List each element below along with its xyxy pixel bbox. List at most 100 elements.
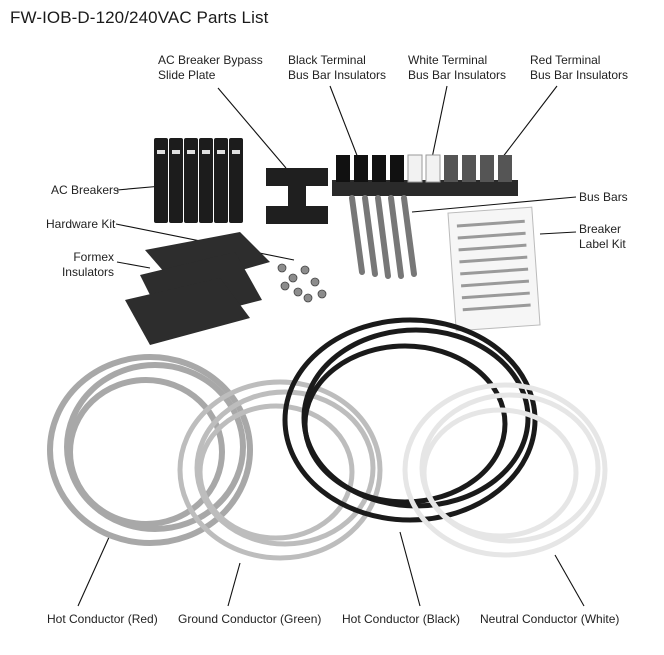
breaker [214, 138, 228, 223]
coil-loop [402, 382, 608, 558]
label-row [460, 279, 530, 288]
label-line: Slide Plate [158, 68, 216, 82]
leader-hot-red [77, 534, 111, 607]
coil-loop [282, 317, 538, 523]
label-row [457, 231, 526, 240]
leader-ac-breaker-bypass [217, 87, 287, 169]
label-hot-conductor-black: Hot Conductor (Black) [342, 612, 461, 626]
label-line: Bus Bar Insulators [408, 68, 507, 82]
leader-bus-bars [411, 196, 577, 213]
leader-black-terminal [329, 85, 359, 159]
label-row [459, 255, 528, 264]
hardware-piece [280, 281, 290, 291]
label-row [462, 303, 531, 312]
hardware-piece [310, 277, 320, 287]
coil-loop [197, 403, 355, 541]
leader-breaker-label-kit [539, 231, 577, 235]
label-row [461, 291, 530, 300]
coil-loop [67, 377, 225, 527]
bypass-slide-plate [266, 168, 328, 224]
label-ac-breaker-bypass: AC Breaker Bypass Slide Plate [158, 53, 263, 83]
plate-top [266, 168, 328, 186]
breaker-handle [157, 150, 165, 154]
coil-loop [64, 362, 246, 532]
red-insulator [498, 155, 512, 182]
hardware-piece [303, 293, 313, 303]
label-black-terminal: Black Terminal Bus Bar Insulators [288, 53, 386, 83]
black-insulator [336, 155, 350, 182]
label-bus-bars: Bus Bars [579, 190, 628, 204]
black-insulator [390, 155, 404, 182]
label-line: Insulators [61, 265, 114, 279]
label-line: Bus Bar Insulators [530, 68, 629, 82]
leader-ground-green [227, 562, 241, 607]
label-rows [456, 219, 531, 312]
label-white-terminal: White Terminal Bus Bar Insulators [408, 53, 506, 83]
red-insulator [462, 155, 476, 182]
label-row [456, 219, 525, 228]
breaker-handles [157, 150, 240, 154]
breaker-label-kit [447, 206, 541, 332]
red-insulator [480, 155, 494, 182]
leader-white-terminal [431, 85, 448, 159]
breaker-handle [217, 150, 225, 154]
coil-loop [421, 407, 579, 539]
label-ground-conductor-green: Ground Conductor (Green) [178, 612, 322, 626]
hardware-kit [277, 263, 327, 303]
red-insulator [444, 155, 458, 182]
black-insulator [354, 155, 368, 182]
coil-ground-green [177, 379, 383, 561]
plate-stem [288, 186, 306, 206]
label-line: Label Kit [579, 237, 626, 251]
coil-loop [302, 343, 508, 505]
terminal-insulators [332, 154, 518, 196]
insulator-base [332, 180, 518, 196]
breaker [229, 138, 243, 223]
white-insulator [407, 154, 423, 183]
label-red-terminal: Red Terminal Bus Bar Insulators [530, 53, 628, 83]
breaker [184, 138, 198, 223]
bus-bar [349, 195, 365, 275]
breaker-handle [172, 150, 180, 154]
hardware-piece [317, 289, 327, 299]
label-neutral-conductor-white: Neutral Conductor (White) [480, 612, 620, 626]
label-hot-conductor-red: Hot Conductor (Red) [47, 612, 158, 626]
label-formex-insulators: Formex Insulators [58, 250, 114, 280]
hardware-piece [293, 287, 303, 297]
hardware-piece [288, 273, 298, 283]
black-insulator [372, 155, 386, 182]
leader-neutral-white [554, 554, 585, 607]
coil-hot-red [47, 354, 253, 546]
breaker-handle [202, 150, 210, 154]
plate-bottom [266, 206, 328, 224]
label-line: Red Terminal [530, 53, 601, 67]
formex-insulators [125, 232, 270, 345]
hardware-piece [300, 265, 310, 275]
label-breaker-label-kit: Breaker Label Kit [579, 222, 626, 252]
hardware-piece [277, 263, 287, 273]
coil-loop [177, 379, 383, 561]
leader-formex-insulators [116, 261, 151, 269]
label-hardware-kit: Hardware Kit [46, 217, 116, 231]
label-line: AC Breaker Bypass [158, 53, 263, 67]
breaker-handle [187, 150, 195, 154]
coil-loop [194, 389, 376, 547]
label-row [458, 243, 527, 252]
leader-red-terminal [501, 85, 558, 159]
formex-sheet [125, 278, 250, 345]
coil-loop [47, 354, 253, 546]
label-line: Bus Bar Insulators [288, 68, 387, 82]
ac-breakers [154, 138, 243, 223]
label-line: Breaker [579, 222, 622, 236]
leader-hot-black [399, 531, 421, 607]
breaker [154, 138, 168, 223]
label-line: White Terminal [408, 53, 488, 67]
breaker [199, 138, 213, 223]
bus-bars [349, 195, 417, 279]
label-line: Black Terminal [288, 53, 366, 67]
white-insulator [425, 154, 441, 183]
bus-bar [375, 195, 391, 279]
label-row [460, 267, 529, 276]
bus-bar [362, 195, 378, 277]
